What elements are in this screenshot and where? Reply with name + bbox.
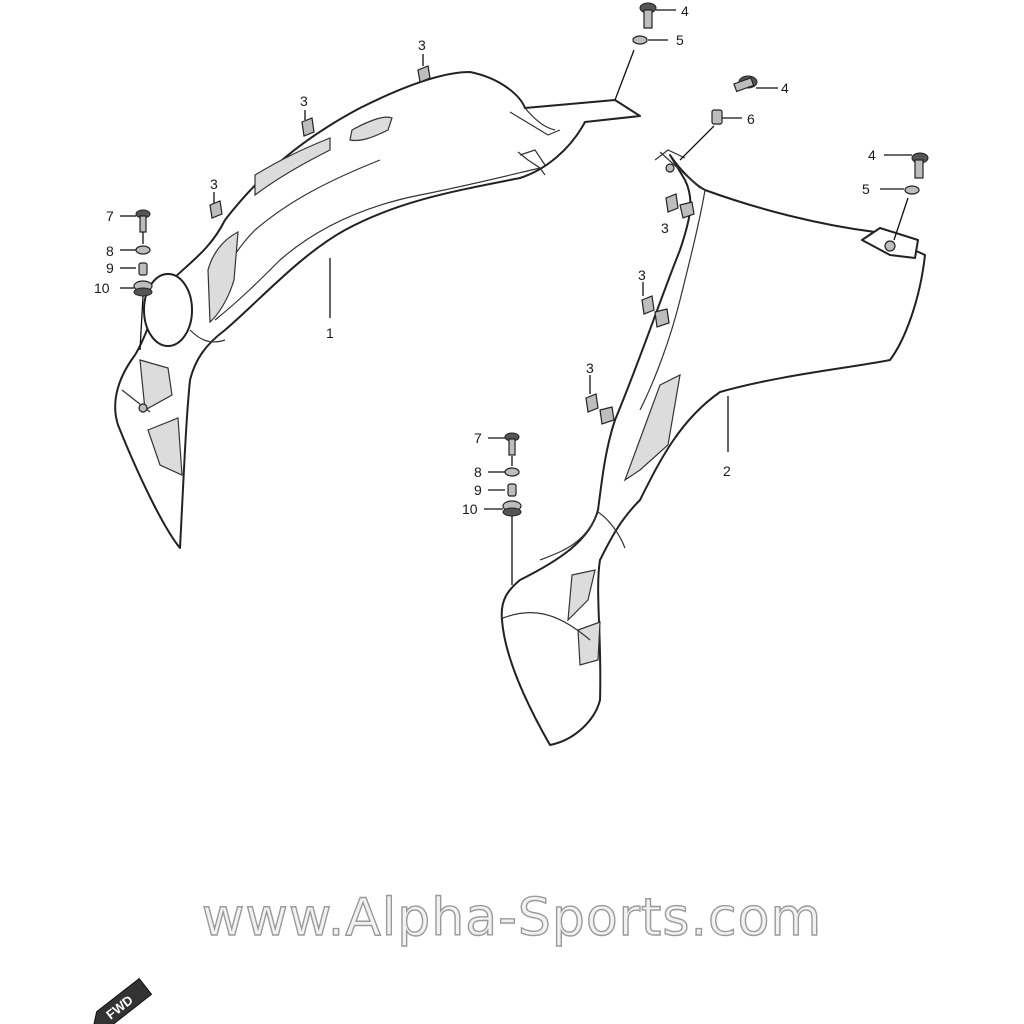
washer-icon: [632, 35, 648, 45]
callout-8: 8: [106, 243, 114, 259]
callout-8: 8: [474, 464, 482, 480]
clip-icon: [585, 193, 695, 425]
callout-3: 3: [661, 220, 669, 236]
washer-icon: [135, 245, 151, 255]
grommet-icon: [502, 500, 522, 517]
callout-7: 7: [106, 208, 114, 224]
bolt-icon: [733, 75, 758, 93]
fasteners-left: [133, 65, 431, 351]
callout-6: 6: [747, 111, 755, 127]
callout-3: 3: [210, 176, 218, 192]
callout-4: 4: [781, 80, 789, 96]
callout-3: 3: [418, 37, 426, 53]
callout-5: 5: [862, 181, 870, 197]
fasteners-right: [502, 2, 929, 585]
callout-labels: 1 2 3 3 3 3 3 3 4 4 4 5 5 6 7 7 8 8 9 9 …: [94, 3, 876, 517]
fwd-arrow-icon: FWD: [92, 977, 153, 1024]
bolt-icon: [911, 152, 929, 179]
callout-9: 9: [474, 482, 482, 498]
callout-2: 2: [723, 463, 731, 479]
callout-10: 10: [94, 280, 110, 296]
screw-icon: [135, 209, 151, 233]
collar-icon: [507, 483, 517, 497]
collar-icon: [138, 262, 148, 276]
washer-icon: [904, 185, 920, 195]
grommet-icon: [133, 280, 153, 297]
callout-9: 9: [106, 260, 114, 276]
callout-4: 4: [868, 147, 876, 163]
callout-10: 10: [462, 501, 478, 517]
screw-icon: [504, 432, 520, 456]
callout-3: 3: [300, 93, 308, 109]
clip-icon: [209, 65, 431, 219]
callout-3: 3: [638, 267, 646, 283]
callout-7: 7: [474, 430, 482, 446]
collar-icon: [711, 109, 723, 125]
part-2-right-cover: [500, 149, 926, 746]
callout-4: 4: [681, 3, 689, 19]
leader-lines: [120, 9, 912, 510]
washer-icon: [504, 467, 520, 477]
watermark-text: www.Alpha-Sports.com: [202, 888, 822, 948]
bolt-icon: [639, 2, 657, 29]
callout-3: 3: [586, 360, 594, 376]
callout-5: 5: [676, 32, 684, 48]
part-1-left-cover: [114, 71, 641, 549]
callout-1: 1: [326, 325, 334, 341]
